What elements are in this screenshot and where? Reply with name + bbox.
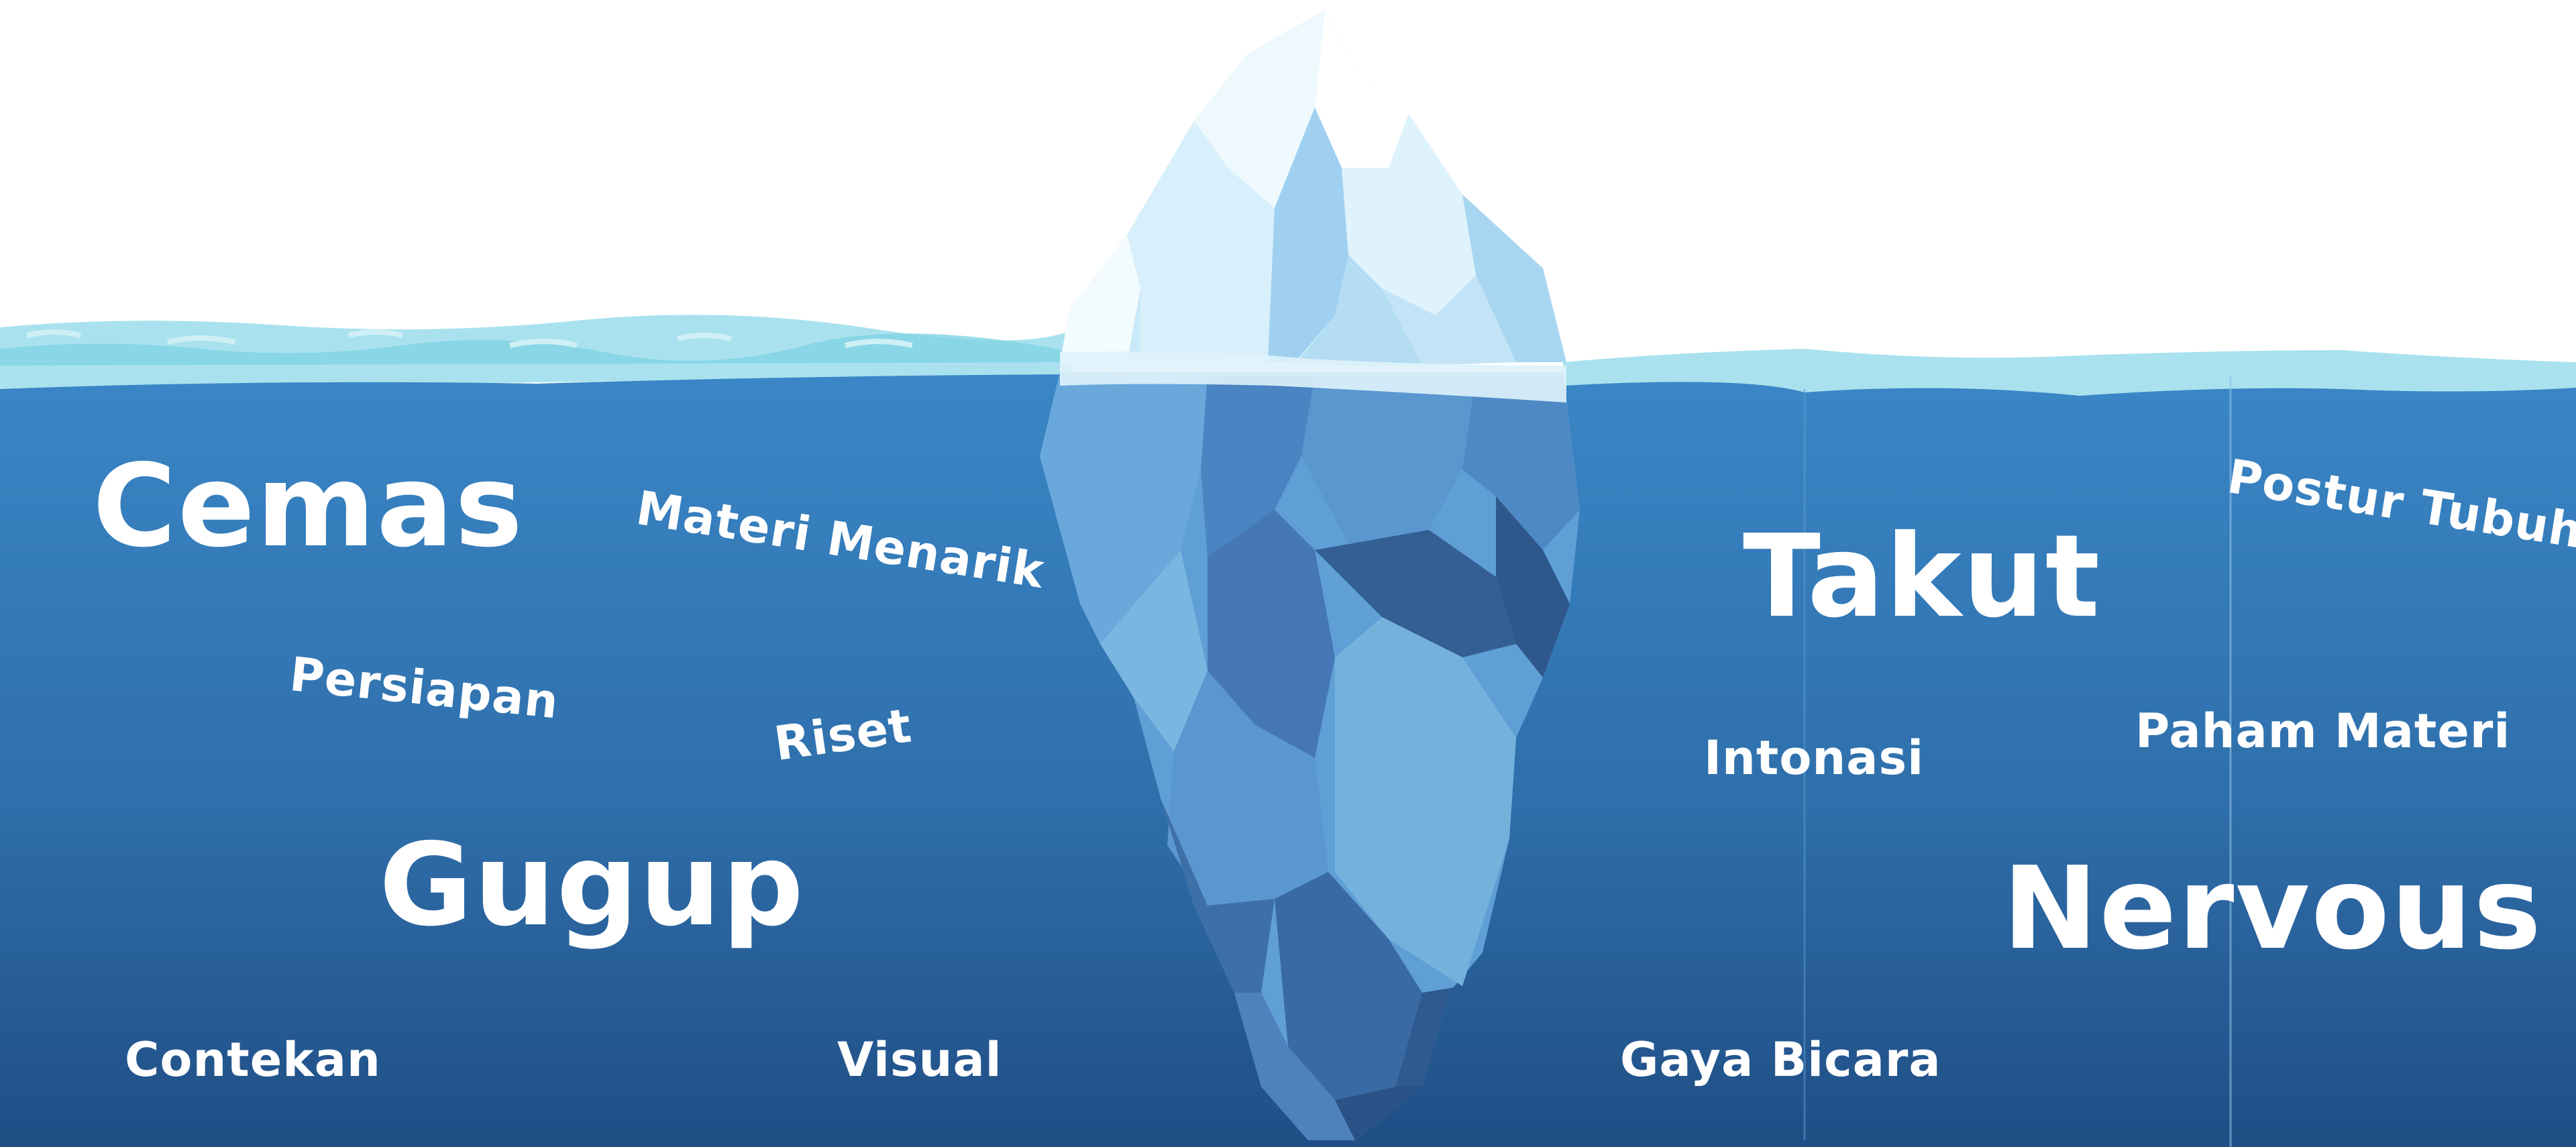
word-visual: Visual <box>837 1032 1002 1087</box>
word-cemas: Cemas <box>93 440 525 573</box>
word-gugup: Gugup <box>379 819 805 952</box>
word-paham-materi: Paham Materi <box>2135 704 2511 759</box>
word-takut: Takut <box>1743 510 2102 643</box>
word-contekan: Contekan <box>125 1032 381 1087</box>
word-intonasi: Intonasi <box>1704 730 1925 785</box>
iceberg-underwater <box>1040 372 1580 1140</box>
iceberg-tip <box>1060 10 1566 402</box>
word-gaya-bicara: Gaya Bicara <box>1620 1032 1941 1087</box>
word-nervous: Nervous <box>2002 842 2543 975</box>
